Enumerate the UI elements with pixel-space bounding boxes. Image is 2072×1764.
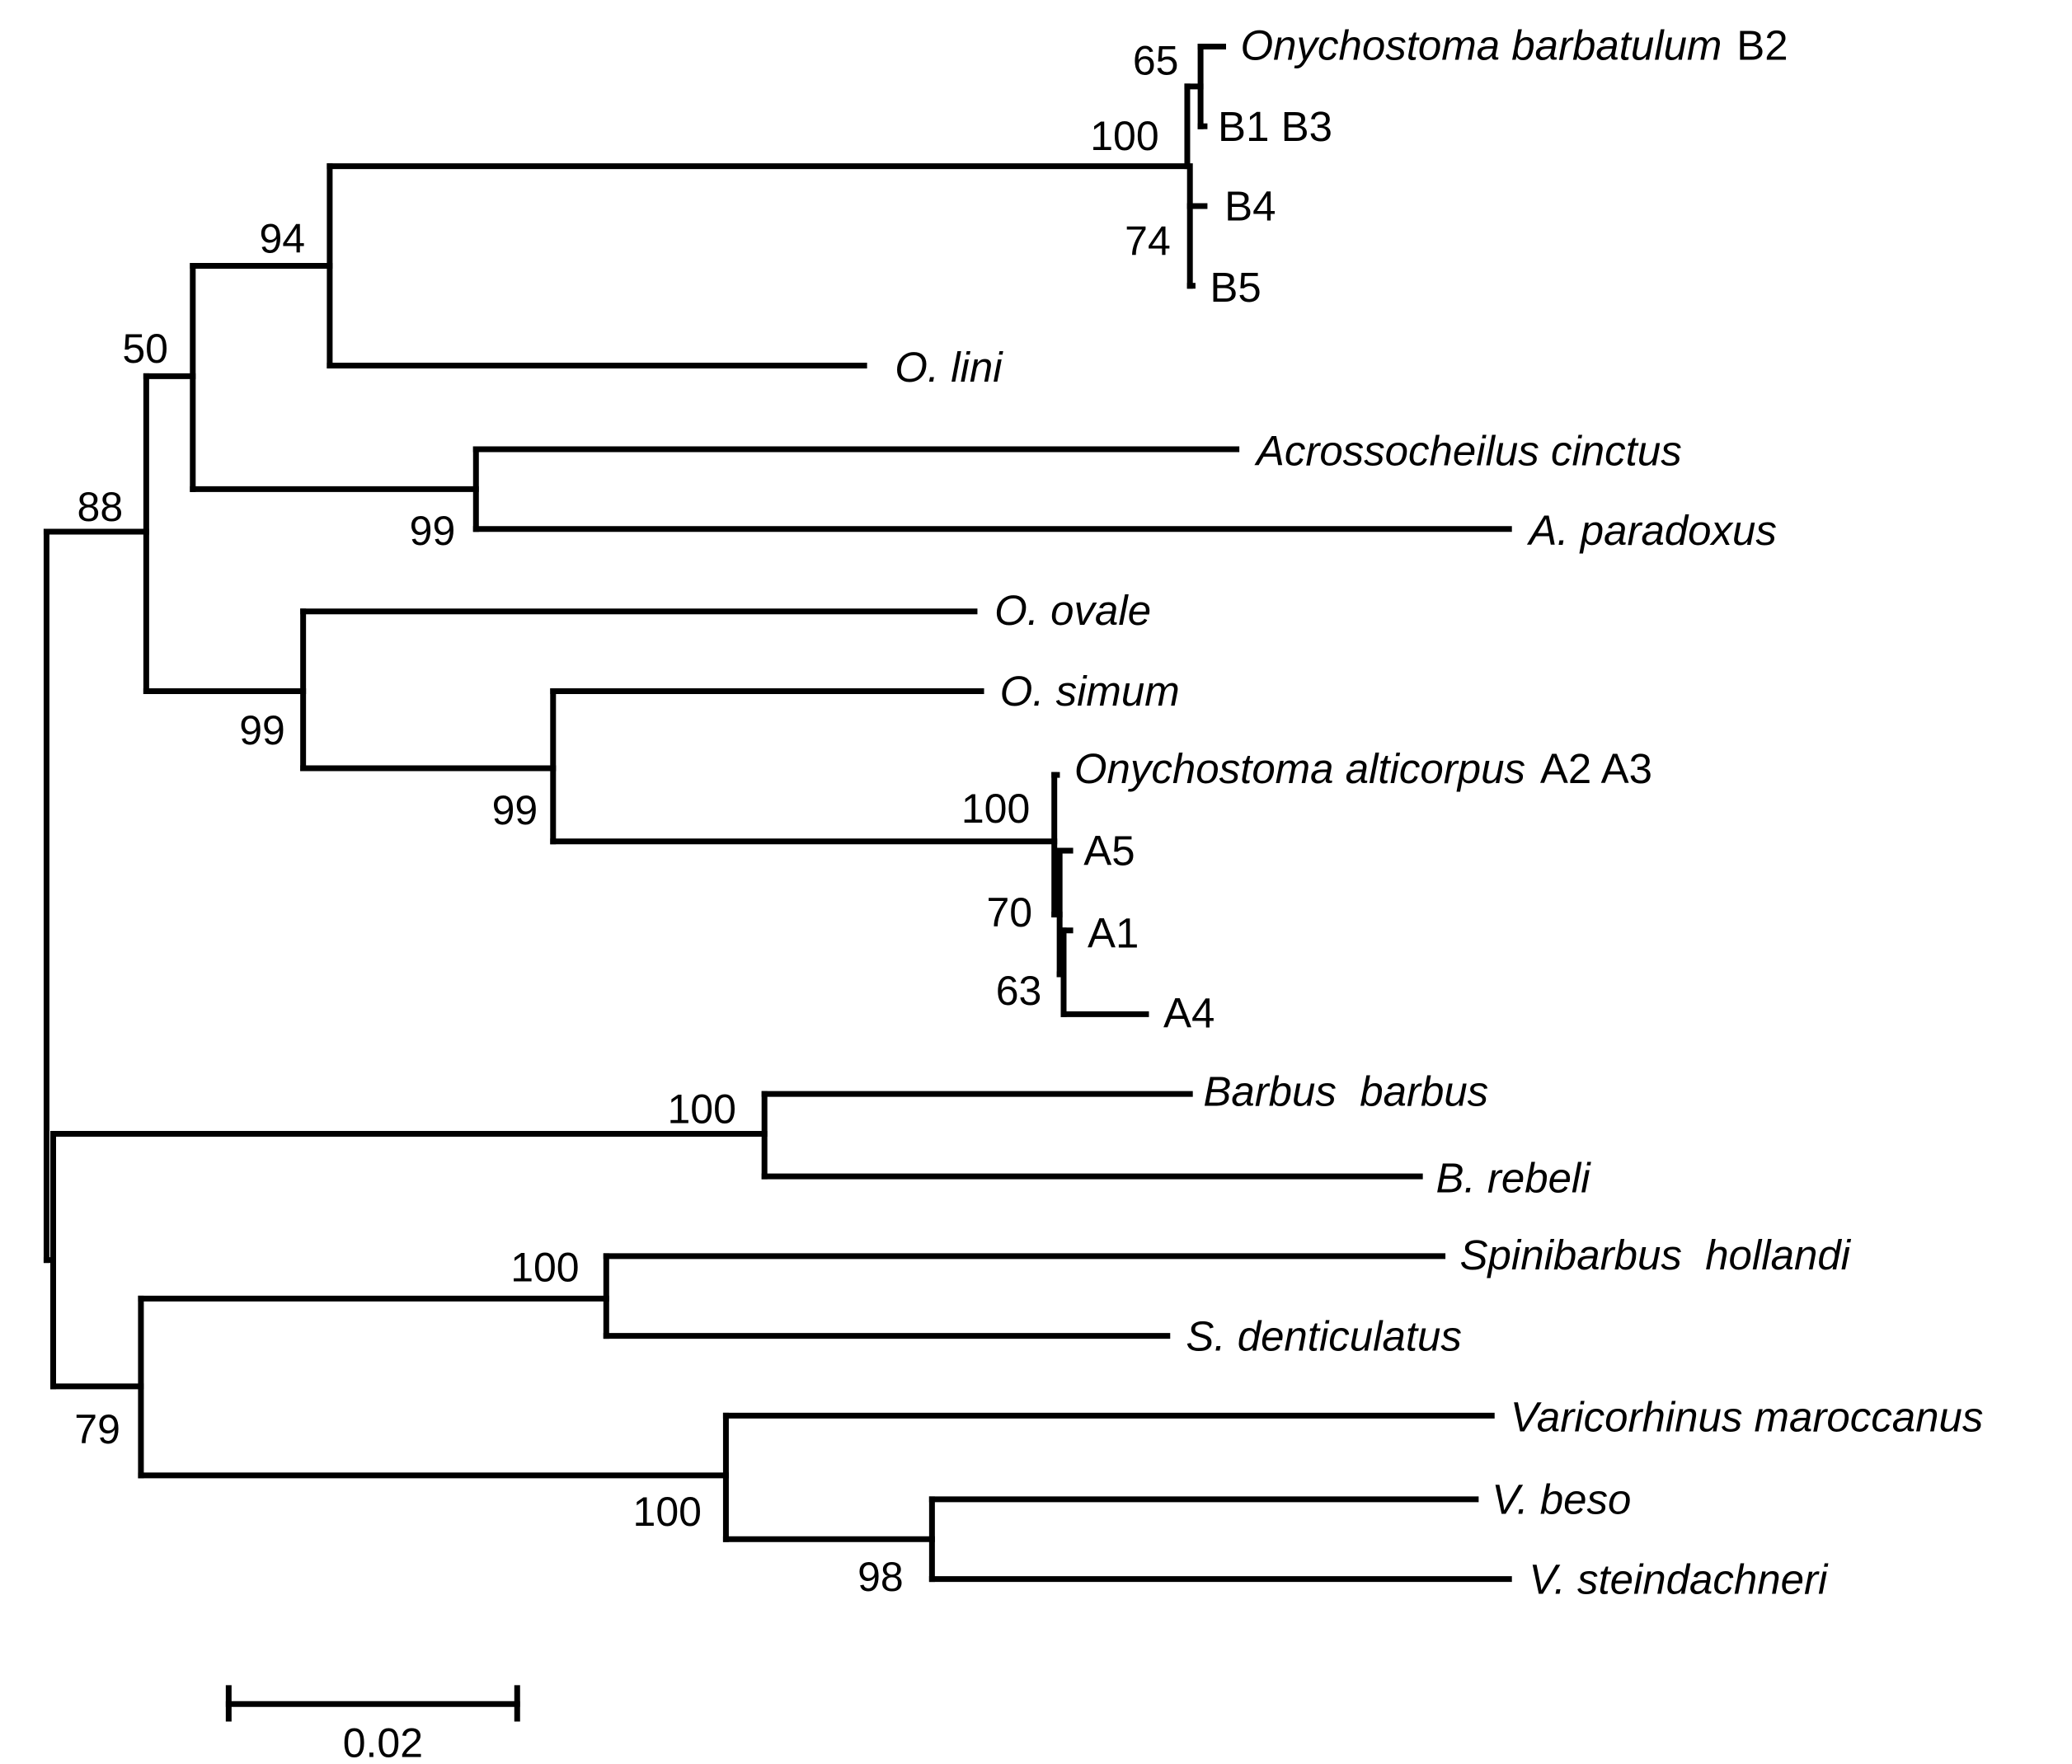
taxon-label-beso: V. beso — [1492, 1476, 1631, 1523]
taxon-label-barbatulum-b2: Onychostoma barbatulum B2 — [1240, 22, 1788, 69]
specimen-codes: B4 — [1224, 183, 1276, 230]
taxon-label-b5: B5 — [1210, 264, 1261, 311]
bootstrap-n50: 50 — [122, 326, 168, 372]
specimen-codes: B5 — [1210, 264, 1261, 311]
bootstrap-n88: 88 — [78, 484, 124, 530]
taxon-label-denticulatus: S. denticulatus — [1186, 1312, 1462, 1359]
bootstrap-n65: 65 — [1133, 37, 1179, 83]
taxon-label-rebeli: B. rebeli — [1436, 1154, 1592, 1201]
taxon-label-maroccanus: Varicorhinus maroccanus — [1511, 1394, 1984, 1441]
bootstrap-n100barbus: 100 — [667, 1086, 735, 1133]
bootstrap-n74: 74 — [1125, 218, 1171, 265]
taxon-name-italic: V. steindachneri — [1529, 1555, 1829, 1602]
taxon-label-a5: A5 — [1083, 828, 1135, 875]
bootstrap-n99simum: 99 — [492, 787, 538, 833]
taxon-label-simum: O. simum — [1000, 668, 1180, 715]
taxon-name-italic: Barbus barbus — [1203, 1068, 1488, 1115]
specimen-codes: B1 B3 — [1218, 103, 1332, 150]
bootstrap-n99ovale: 99 — [239, 707, 285, 753]
specimen-codes: A1 — [1088, 910, 1139, 957]
bootstrap-n70: 70 — [986, 889, 1032, 936]
scale-bar-label: 0.02 — [343, 1720, 423, 1764]
bootstrap-n63: 63 — [996, 968, 1042, 1014]
taxon-name-italic: V. beso — [1492, 1476, 1631, 1523]
specimen-codes: B2 — [1736, 22, 1788, 69]
taxon-label-hollandi: Spinibarbus hollandi — [1460, 1232, 1852, 1278]
bootstrap-values: 65 100 74 94 50 99 88 99 99 100 70 63 100 100 79 100 98 — [74, 37, 1178, 1600]
taxon-name-italic: Acrossocheilus cinctus — [1254, 427, 1682, 474]
taxon-name-italic: O. lini — [895, 344, 1003, 391]
taxon-name-italic: O. ovale — [994, 587, 1151, 634]
scale-bar: 0.02 — [225, 1685, 520, 1764]
taxon-label-a-paradoxus: A. paradoxus — [1526, 507, 1777, 554]
bootstrap-n79: 79 — [74, 1406, 120, 1452]
taxon-name-italic: Spinibarbus hollandi — [1460, 1232, 1852, 1278]
taxon-name-italic: O. simum — [1000, 668, 1180, 715]
bootstrap-n100a: 100 — [961, 786, 1030, 832]
taxon-label-lini: O. lini — [895, 344, 1003, 391]
taxon-name-italic: A. paradoxus — [1526, 507, 1777, 554]
specimen-codes: A4 — [1163, 989, 1215, 1036]
specimen-codes: A5 — [1083, 828, 1135, 875]
tree-branches — [43, 43, 1512, 1583]
bootstrap-n94: 94 — [259, 215, 305, 261]
taxon-label-a1: A1 — [1088, 910, 1139, 957]
taxon-label-barbus: Barbus barbus — [1203, 1068, 1488, 1115]
bootstrap-n100spini: 100 — [510, 1244, 579, 1290]
specimen-codes: A2 A3 — [1540, 745, 1652, 792]
taxon-name-italic: B. rebeli — [1436, 1154, 1592, 1201]
taxon-name-italic: S. denticulatus — [1186, 1312, 1462, 1359]
taxon-label-a-cinctus: Acrossocheilus cinctus — [1254, 427, 1682, 474]
taxon-label-ovale: O. ovale — [994, 587, 1151, 634]
taxon-name-italic: Onychostoma barbatulum — [1240, 22, 1722, 69]
taxon-name-italic: Onychostoma alticorpus — [1074, 745, 1525, 792]
bootstrap-n99acro: 99 — [410, 508, 456, 554]
taxon-label-b4: B4 — [1224, 183, 1276, 230]
bootstrap-n100b: 100 — [1090, 113, 1158, 159]
taxon-label-steindachneri: V. steindachneri — [1529, 1555, 1829, 1602]
bootstrap-n100vari: 100 — [633, 1489, 702, 1535]
taxon-label-b1-b3: B1 B3 — [1218, 103, 1332, 150]
taxon-label-a4: A4 — [1163, 989, 1215, 1036]
taxon-name-italic: Varicorhinus maroccanus — [1511, 1394, 1984, 1441]
taxon-label-alticorpus-a2a3: Onychostoma alticorpus A2 A3 — [1074, 745, 1652, 792]
bootstrap-n98: 98 — [857, 1554, 904, 1600]
